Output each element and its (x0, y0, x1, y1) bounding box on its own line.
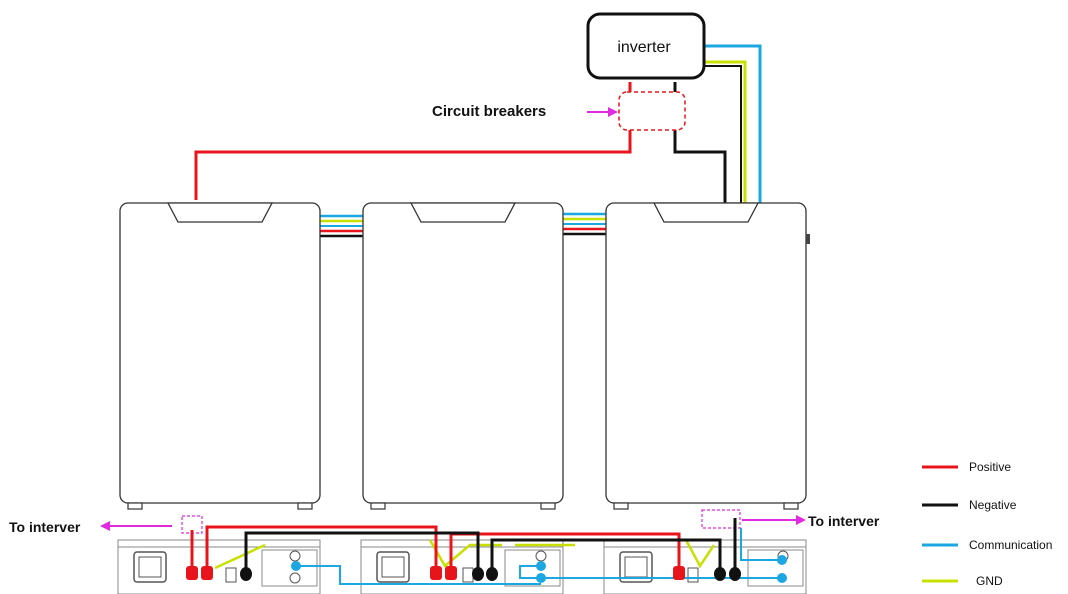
circuit-breakers-label: Circuit breakers (432, 103, 546, 120)
legend-gnd-label: GND (976, 574, 1003, 588)
wire-positive-main (194, 130, 632, 200)
circuit-breakers-arrowhead (608, 107, 618, 117)
inter-battery-cables-1 (320, 214, 363, 238)
terminal-dots (186, 555, 787, 583)
to-inverter-right-label: To interver (808, 513, 880, 529)
inter-battery-cables-2 (563, 212, 606, 236)
to-inverter-right-arrowhead (796, 515, 806, 525)
legend-positive-label: Positive (969, 460, 1011, 474)
bottom-negative-wires (244, 518, 737, 574)
legend-negative-label: Negative (969, 498, 1017, 512)
battery-cabinet-3 (605, 202, 810, 510)
inverter-box (586, 12, 706, 80)
wire-negative-main (673, 130, 727, 205)
wire-gnd-inverter (705, 60, 747, 205)
legend: Positive Negative Communication GND (922, 460, 1052, 588)
battery-cabinet-1 (119, 202, 321, 510)
inverter-label: inverter (617, 39, 671, 56)
bottom-communication-wires (296, 528, 782, 585)
battery-cabinet-2 (362, 202, 564, 510)
wire-communication-inverter (705, 44, 762, 205)
wire-gnd-inverter-shade (705, 65, 742, 205)
legend-communication-label: Communication (969, 538, 1052, 552)
to-inverter-left-arrowhead (100, 521, 110, 531)
circuit-breakers-box (618, 91, 686, 131)
to-inverter-left-label: To interver (9, 519, 81, 535)
right-terminal-highlight (701, 509, 741, 529)
bottom-gnd-wires (214, 539, 716, 570)
terminal-panels (117, 539, 807, 594)
